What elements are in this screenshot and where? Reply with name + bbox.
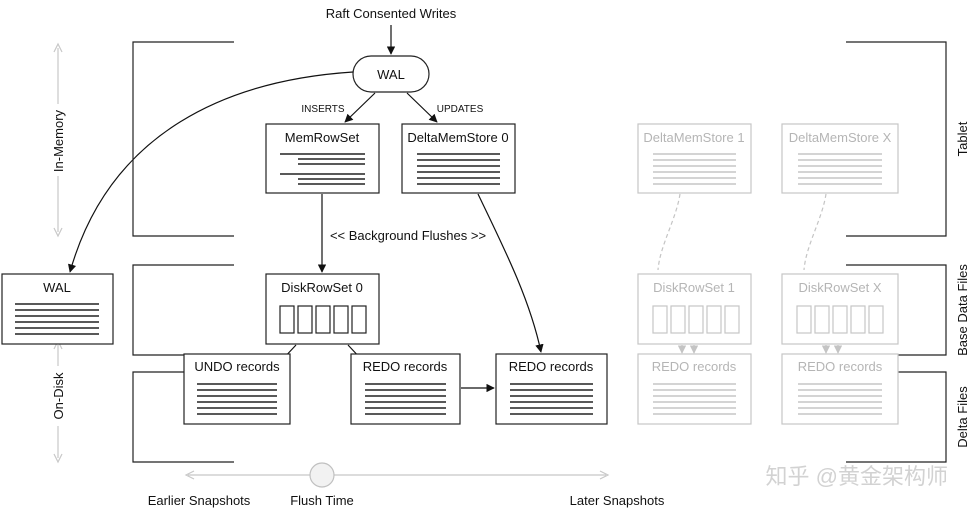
background-flushes-label: << Background Flushes >>: [330, 228, 486, 243]
on-disk-label: On-Disk: [51, 372, 66, 419]
memrowset-label: MemRowSet: [285, 130, 360, 145]
deltamemstore-x-lines: [798, 153, 882, 185]
diskrowset-0-label: DiskRowSet 0: [281, 280, 363, 295]
redo-records-x-box: REDO records: [781, 353, 899, 425]
on-disk-axis-bottom-arrow: [53, 453, 63, 464]
earlier-snapshots-label: Earlier Snapshots: [148, 493, 251, 508]
deltamemstore-1-box: DeltaMemStore 1: [637, 123, 752, 194]
timeline-left-arrow: [184, 470, 195, 480]
wal-disk-label: WAL: [43, 280, 71, 295]
dmsx-to-drsx-dashed: [803, 193, 827, 271]
deltamemstore-0-lines: [417, 153, 500, 185]
deltamemstore-1-lines: [653, 153, 736, 185]
redo-records-1-box: REDO records: [637, 353, 752, 425]
diskrowset-0-box: DiskRowSet 0: [265, 273, 380, 345]
updates-arrow: [406, 92, 438, 123]
flush-time-marker: [309, 462, 335, 488]
deltamemstore-x-box: DeltaMemStore X: [781, 123, 899, 194]
timeline-right-arrow: [599, 470, 610, 480]
deltamemstore-1-label: DeltaMemStore 1: [643, 130, 744, 145]
tablet-label: Tablet: [955, 121, 970, 156]
redo-records-x-lines: [798, 383, 882, 415]
dms0-to-redo-arrow: [477, 193, 544, 353]
in-memory-axis-bottom-arrow: [53, 227, 63, 238]
base-data-files-label: Base Data Files: [955, 264, 970, 356]
wal-node: WAL: [352, 55, 430, 93]
deltamemstore-x-label: DeltaMemStore X: [789, 130, 892, 145]
later-snapshots-label: Later Snapshots: [570, 493, 665, 508]
wal-label: WAL: [377, 67, 405, 82]
redo-records-1-label: REDO records: [652, 359, 737, 374]
memrowset-box: MemRowSet: [265, 123, 380, 194]
dms1-to-drs1-dashed: [657, 193, 681, 271]
raft-writes-label: Raft Consented Writes: [326, 6, 457, 21]
updates-label: UPDATES: [437, 104, 484, 115]
left-bracket-base: [132, 264, 234, 356]
redo-records-x-label: REDO records: [798, 359, 883, 374]
diskrowset-1-columns: [652, 305, 740, 334]
deltamemstore-0-box: DeltaMemStore 0: [401, 123, 516, 194]
redo-records-b-lines: [510, 383, 593, 415]
undo-records-label: UNDO records: [194, 359, 280, 374]
inserts-arrow: [344, 92, 376, 123]
in-memory-label: In-Memory: [51, 109, 66, 172]
watermark: 知乎 @黄金架构师: [766, 464, 948, 489]
left-bracket-memory: [132, 41, 234, 237]
wal-disk-box: WAL: [1, 273, 114, 345]
diskrowset-x-columns: [796, 305, 884, 334]
wal-to-disk-wal-arrow: [68, 71, 354, 273]
right-bracket-tablet: [846, 41, 947, 237]
diskrowset-0-columns: [279, 305, 367, 334]
redo-records-b-label: REDO records: [509, 359, 594, 374]
redo-records-a-box: REDO records: [350, 353, 461, 425]
redo-records-a-label: REDO records: [363, 359, 448, 374]
wal-disk-lines: [15, 303, 99, 335]
inserts-label: INSERTS: [301, 104, 344, 115]
flush-time-label: Flush Time: [290, 493, 354, 508]
delta-files-label: Delta Files: [955, 386, 970, 448]
memrowset-lines: [280, 153, 365, 185]
redo-records-1-lines: [653, 383, 736, 415]
diskrowset-x-label: DiskRowSet X: [798, 280, 881, 295]
undo-records-lines: [197, 383, 277, 415]
redo-records-a-lines: [365, 383, 446, 415]
diskrowset-x-box: DiskRowSet X: [781, 273, 899, 345]
undo-records-box: UNDO records: [183, 353, 291, 425]
diskrowset-1-box: DiskRowSet 1: [637, 273, 752, 345]
deltamemstore-0-label: DeltaMemStore 0: [407, 130, 508, 145]
redo-records-b-box: REDO records: [495, 353, 608, 425]
in-memory-axis-top-arrow: [53, 42, 63, 53]
diskrowset-1-label: DiskRowSet 1: [653, 280, 735, 295]
